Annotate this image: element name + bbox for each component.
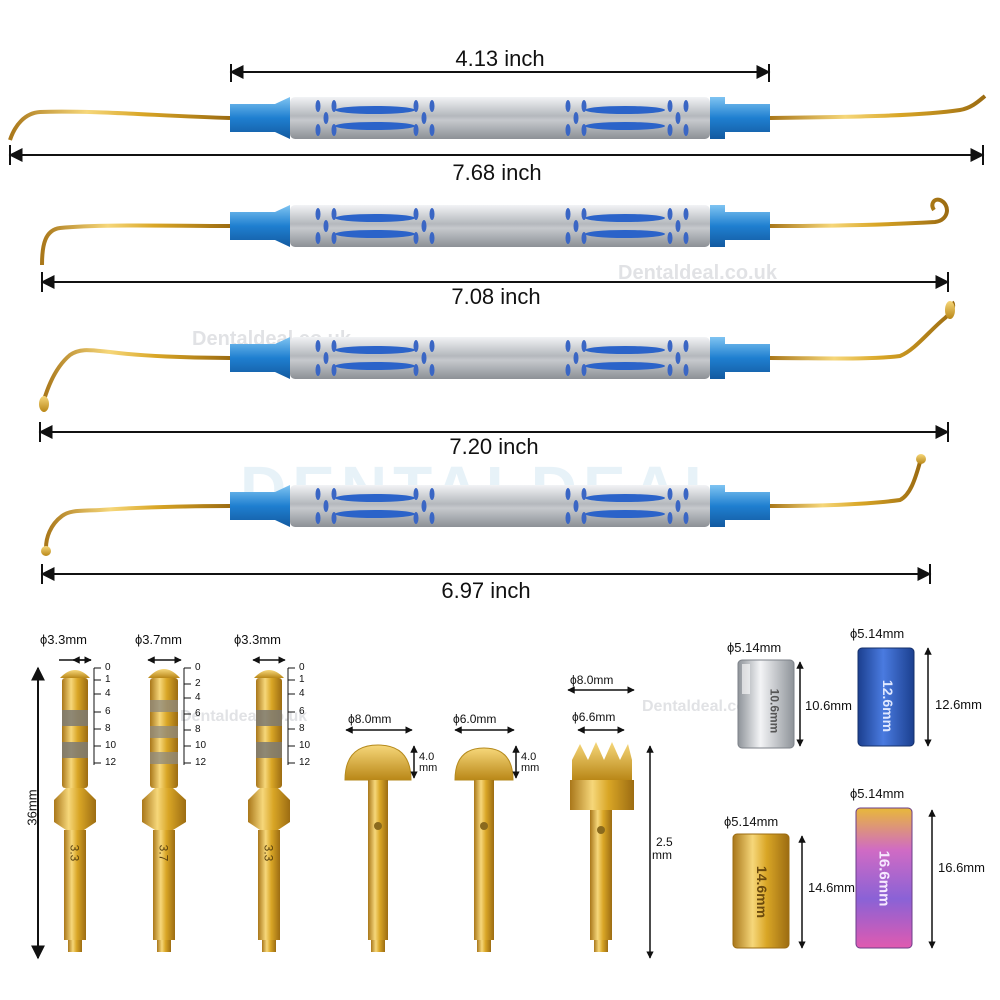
instrument-3-length-label: 7.20 inch [449,434,539,459]
scale-mark: 4 [299,688,305,699]
sleeve-2-engraving: 12.6mm [880,679,897,733]
sleeve-3-engraving: 14.6mm [754,865,771,919]
scale-mark: 1 [299,674,305,685]
instrument-3 [39,300,956,412]
drill-1-diameter-label: ϕ3.3mm [40,632,88,647]
trephine-outer-diameter-label: ϕ8.0mm [570,673,614,687]
scale-mark: 0 [299,662,305,673]
bur-1-height-unit: mm [419,762,438,774]
sleeve-3-diameter-label: ϕ5.14mm [724,814,779,829]
drill-2-diameter-label: ϕ3.7mm [135,632,183,647]
watermark-text: Dentaldeal.co.uk [642,698,770,715]
instrument-2-length-label: 7.08 inch [451,284,541,309]
scale-mark: 12 [195,757,207,768]
scale-mark: 6 [299,706,305,717]
scale-mark: 12 [105,757,117,768]
drill-2 [142,669,186,952]
drill-1-engraving: 3.3 [67,844,82,862]
scale-mark: 8 [195,724,201,735]
scale-mark: 1 [105,674,111,685]
bur-2-height-value: 4.0 [521,751,537,763]
trephine-bur [570,742,634,952]
sleeve-rainbow [855,807,913,949]
scale-mark: 2 [195,678,201,689]
sleeve-2-diameter-label: ϕ5.14mm [850,626,905,641]
scale-mark: 0 [105,662,111,673]
bur-1 [344,744,412,952]
trephine-depth-unit: mm [652,848,672,862]
scale-mark: 4 [105,688,111,699]
handle-length-label: 4.13 inch [455,46,545,71]
sleeve-3-length-label: 14.6mm [808,880,855,895]
scale-mark: 0 [195,662,201,673]
instrument-4 [41,454,926,556]
bur-1-diameter-label: ϕ8.0mm [348,712,392,726]
scale-mark: 10 [195,740,207,751]
instrument-1 [8,94,987,141]
sleeve-4-length-label: 16.6mm [938,860,985,875]
scale-mark: 10 [299,740,311,751]
instrument-4-length-label: 6.97 inch [441,578,531,603]
sleeve-1-diameter-label: ϕ5.14mm [727,640,782,655]
drill-1 [54,670,96,952]
scale-mark: 12 [299,757,311,768]
drill-2-engraving: 3.7 [156,844,171,862]
sleeve-4-diameter-label: ϕ5.14mm [850,786,905,801]
drill-3-diameter-label: ϕ3.3mm [234,632,282,647]
sleeve-blue [857,647,915,747]
trephine-depth-value: 2.5 [656,835,673,849]
drill-3-engraving: 3.3 [261,844,276,862]
scale-mark: 8 [299,723,305,734]
sleeve-1-length-label: 10.6mm [805,698,852,713]
sleeve-1-engraving: 10.6mm [767,688,782,734]
sleeve-4-engraving: 16.6mm [875,850,893,907]
sleeve-2-length-label: 12.6mm [935,697,982,712]
bur-2-diameter-label: ϕ6.0mm [453,712,497,726]
trephine-inner-diameter-label: ϕ6.6mm [572,710,616,724]
bur-2-height-unit: mm [521,762,540,774]
sleeve-gold [732,833,790,949]
bur-2 [454,747,514,952]
scale-mark: 6 [105,706,111,717]
scale-mark: 8 [105,723,111,734]
instrument-2 [40,197,949,266]
scale-mark: 10 [105,740,117,751]
drill-length-label: 36mm [24,789,40,826]
scale-mark: 6 [195,708,201,719]
scale-mark: 4 [195,692,201,703]
instrument-1-length-label: 7.68 inch [452,160,542,185]
bur-1-height-value: 4.0 [419,751,435,763]
sleeve-silver [737,659,795,749]
drill-3 [248,670,290,952]
